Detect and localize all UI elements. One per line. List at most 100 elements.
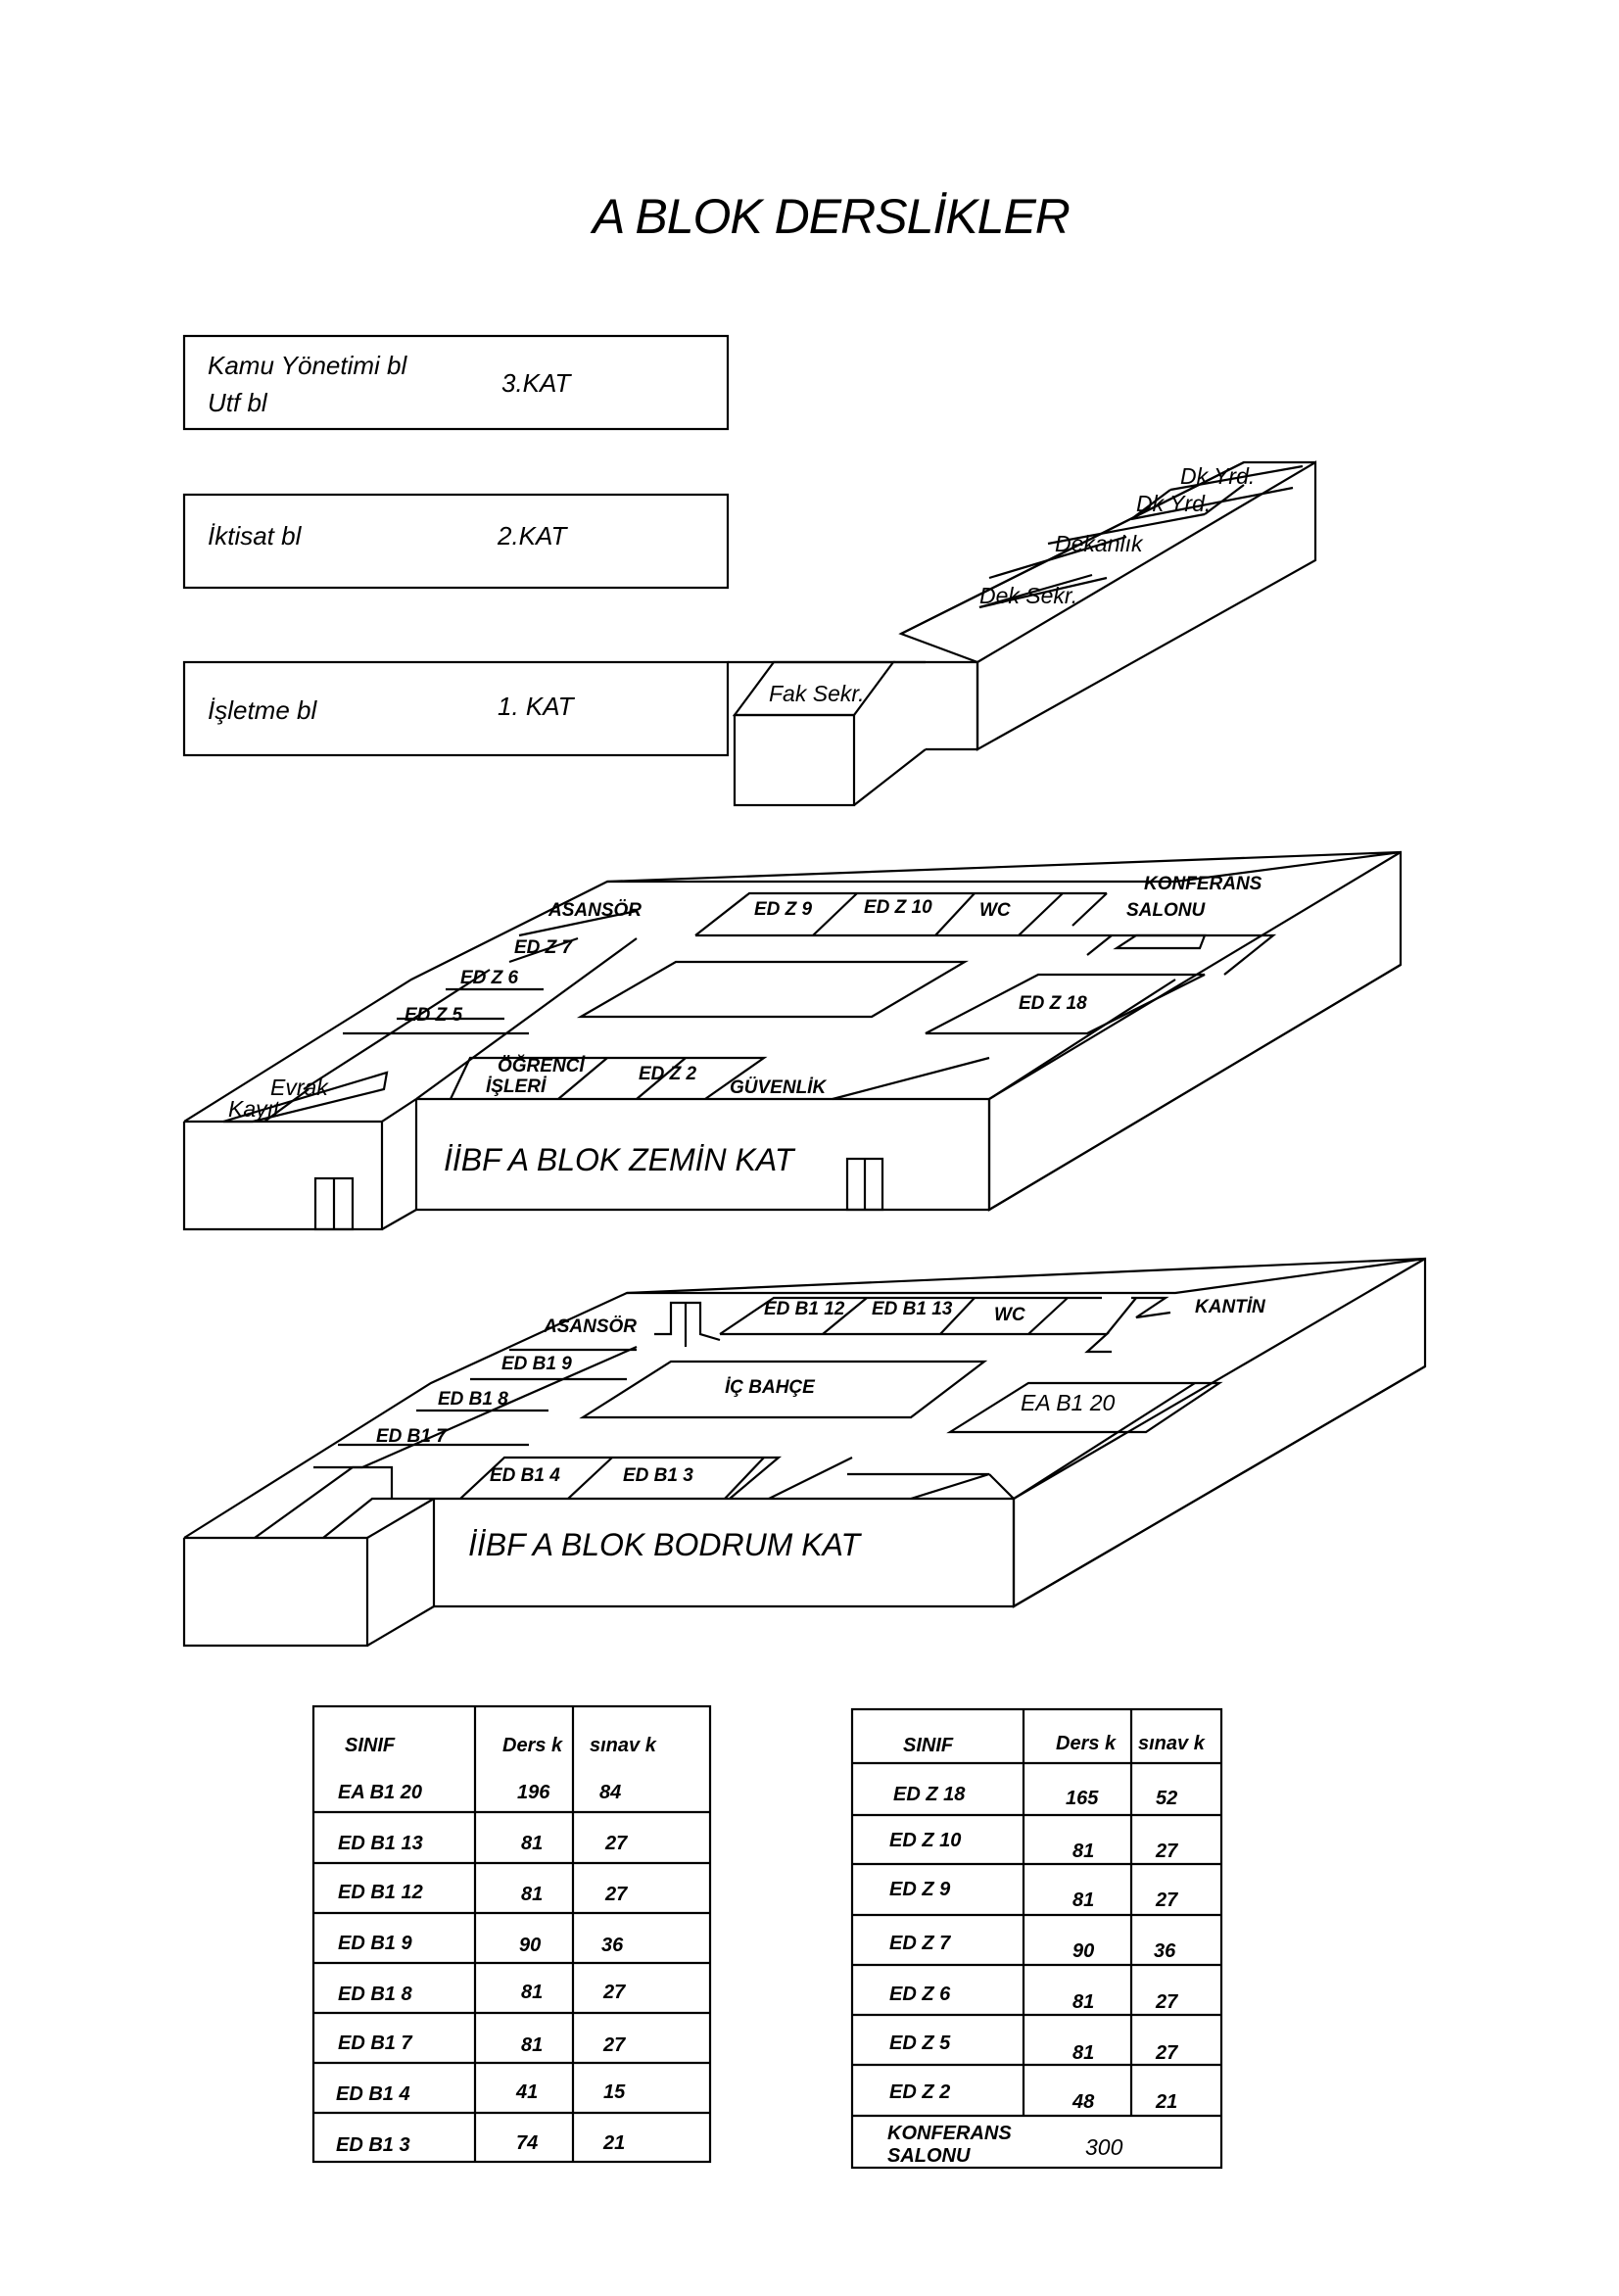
tbl-r-header-ders: Ders k [1056, 1733, 1117, 1754]
bodrum-ed-b1-4: ED B1 4 [490, 1465, 560, 1486]
zemin-ed-z-7: ED Z 7 [514, 937, 574, 958]
floor-3-name-line-2: Utf bl [208, 388, 268, 417]
tbl-r-row-5-sinav: 27 [1155, 1991, 1178, 2013]
floor-3-box: Kamu Yönetimi bl Utf bl 3.KAT [182, 334, 730, 431]
tbl-l-row-3-sinav: 27 [604, 1884, 628, 1905]
tbl-r-row-6-ders: 81 [1072, 2042, 1094, 2064]
bodrum-ed-b1-12: ED B1 12 [764, 1299, 845, 1319]
tbl-r-row-6-name: ED Z 5 [889, 2033, 951, 2054]
tbl-r-row-1-sinav: 52 [1156, 1788, 1177, 1809]
tbl-l-row-4-name: ED B1 9 [338, 1933, 412, 1954]
tbl-r-row-3-name: ED Z 9 [889, 1879, 951, 1900]
bodrum-ed-b1-7: ED B1 7 [376, 1426, 448, 1447]
tbl-l-row-6-ders: 81 [521, 2034, 543, 2056]
tbl-r-row-2-name: ED Z 10 [889, 1830, 961, 1851]
tbl-l-row-4-sinav: 36 [601, 1935, 624, 1956]
tbl-r-row-4-name: ED Z 7 [889, 1933, 951, 1954]
zemin-ed-z-6: ED Z 6 [460, 968, 519, 988]
tbl-r-konferans-line-2: SALONU [887, 2145, 971, 2167]
zemin-kayit: Kayıt [228, 1096, 281, 1122]
bodrum-ea-b1-20: EA B1 20 [1021, 1390, 1116, 1415]
tbl-l-header-ders: Ders k [502, 1735, 563, 1756]
tbl-r-row-7-name: ED Z 2 [889, 2081, 950, 2103]
wing-room-dk-yrd-1: Dk Yrd. [1180, 463, 1255, 489]
tbl-l-row-8-ders: 74 [516, 2132, 538, 2154]
floor-3-name-line-1: Kamu Yönetimi bl [208, 351, 408, 380]
bodrum-ed-b1-13: ED B1 13 [872, 1299, 953, 1319]
zemin-asansor: ASANSÖR [548, 900, 642, 921]
bodrum-asansor: ASANSÖR [543, 1316, 637, 1337]
tbl-r-header-sinav: sınav k [1138, 1733, 1206, 1754]
basement-floor-plan: ASANSÖR ED B1 12 ED B1 13 WC KANTİN ED B… [182, 1257, 1427, 1648]
tbl-r-row-7-ders: 48 [1071, 2091, 1095, 2113]
bodrum-wc: WC [994, 1305, 1025, 1325]
zemin-ed-z-2: ED Z 2 [639, 1064, 697, 1084]
tbl-r-row-6-sinav: 27 [1155, 2042, 1178, 2064]
tbl-r-row-3-sinav: 27 [1155, 1889, 1178, 1911]
wing-room-fak-sekr: Fak Sekr. [769, 681, 865, 706]
tbl-l-row-1-name: EA B1 20 [338, 1782, 422, 1803]
tbl-r-row-5-ders: 81 [1072, 1991, 1094, 2013]
bodrum-kantin: KANTİN [1195, 1297, 1266, 1317]
zemin-ed-z-10: ED Z 10 [864, 897, 932, 918]
floor-3-kat-label: 3.KAT [501, 368, 572, 398]
capacity-table-basement: SINIF Ders k sınav k EA B1 20 196 84 ED … [311, 1704, 712, 2164]
zemin-ogrenci-line-1: ÖĞRENCİ [498, 1055, 586, 1076]
tbl-l-row-6-name: ED B1 7 [338, 2033, 412, 2054]
tbl-l-header-sinif: SINIF [345, 1735, 396, 1756]
bodrum-ed-b1-3: ED B1 3 [623, 1465, 693, 1486]
tbl-r-row-1-ders: 165 [1066, 1788, 1099, 1809]
tbl-r-row-5-name: ED Z 6 [889, 1984, 951, 2005]
capacity-table-ground: SINIF Ders k sınav k ED Z 18 165 52 ED Z… [850, 1707, 1223, 2170]
zemin-konferans-line-1: KONFERANS [1144, 874, 1262, 894]
tbl-l-row-7-ders: 41 [515, 2081, 538, 2103]
tbl-l-row-6-sinav: 27 [602, 2034, 626, 2056]
floor-2-name: İktisat bl [208, 521, 303, 550]
tbl-l-row-4-ders: 90 [519, 1935, 541, 1956]
bodrum-kat-title: İİBF A BLOK BODRUM KAT [468, 1527, 863, 1562]
bodrum-ic-bahce: İÇ BAHÇE [725, 1377, 816, 1398]
floor-1-name: İşletme bl [208, 695, 317, 725]
tbl-l-row-2-sinav: 27 [604, 1833, 628, 1854]
page-title: A BLOK DERSLİKLER [590, 189, 1070, 244]
tbl-l-row-3-name: ED B1 12 [338, 1882, 423, 1903]
tbl-r-row-2-ders: 81 [1072, 1841, 1094, 1862]
tbl-l-row-2-ders: 81 [521, 1833, 543, 1854]
zemin-konferans-line-2: SALONU [1126, 900, 1207, 921]
tbl-r-row-1-name: ED Z 18 [893, 1784, 966, 1805]
tbl-l-row-2-name: ED B1 13 [338, 1833, 423, 1854]
zemin-ed-z-9: ED Z 9 [754, 899, 813, 920]
zemin-kat-title: İİBF A BLOK ZEMİN KAT [444, 1142, 796, 1177]
floor-1-box: İşletme bl 1. KAT [182, 660, 730, 757]
tbl-l-row-1-ders: 196 [517, 1782, 550, 1803]
zemin-evrak: Evrak [270, 1075, 329, 1100]
tbl-r-row-3-ders: 81 [1072, 1889, 1094, 1911]
wing-room-dk-yrd-2: Dk Yrd. [1136, 491, 1211, 516]
tbl-l-row-8-sinav: 21 [602, 2132, 625, 2154]
tbl-l-header-sinav: sınav k [590, 1735, 657, 1756]
zemin-guvenlik: GÜVENLİK [730, 1077, 827, 1098]
floor-2-kat-label: 2.KAT [497, 521, 568, 550]
tbl-r-row-4-ders: 90 [1072, 1940, 1094, 1962]
tbl-r-row-4-sinav: 36 [1154, 1940, 1176, 1962]
tbl-r-header-sinif: SINIF [903, 1735, 954, 1756]
floor-2-box: İktisat bl 2.KAT [182, 493, 730, 590]
tbl-l-row-5-ders: 81 [521, 1982, 543, 2003]
floor-1-kat-label: 1. KAT [498, 692, 576, 721]
tbl-r-row-7-sinav: 21 [1155, 2091, 1177, 2113]
tbl-r-row-2-sinav: 27 [1155, 1841, 1178, 1862]
tbl-l-row-7-name: ED B1 4 [336, 2083, 410, 2105]
bodrum-ed-b1-8: ED B1 8 [438, 1389, 508, 1410]
tbl-l-row-8-name: ED B1 3 [336, 2134, 410, 2156]
tbl-l-row-5-name: ED B1 8 [338, 1984, 412, 2005]
ground-floor-plan: ASANSÖR ED Z 9 ED Z 10 WC KONFERANS SALO… [182, 850, 1403, 1231]
tbl-r-konferans-line-1: KONFERANS [887, 2123, 1012, 2144]
wing-room-dekanlik: Dekanlık [1055, 531, 1144, 556]
zemin-ed-z-5: ED Z 5 [405, 1005, 463, 1026]
zemin-wc: WC [979, 900, 1011, 921]
tbl-l-row-7-sinav: 15 [603, 2081, 626, 2103]
wing-room-dek-sekr: Dek Sekr. [979, 583, 1077, 608]
zemin-ogrenci-line-2: İŞLERİ [486, 1076, 548, 1097]
